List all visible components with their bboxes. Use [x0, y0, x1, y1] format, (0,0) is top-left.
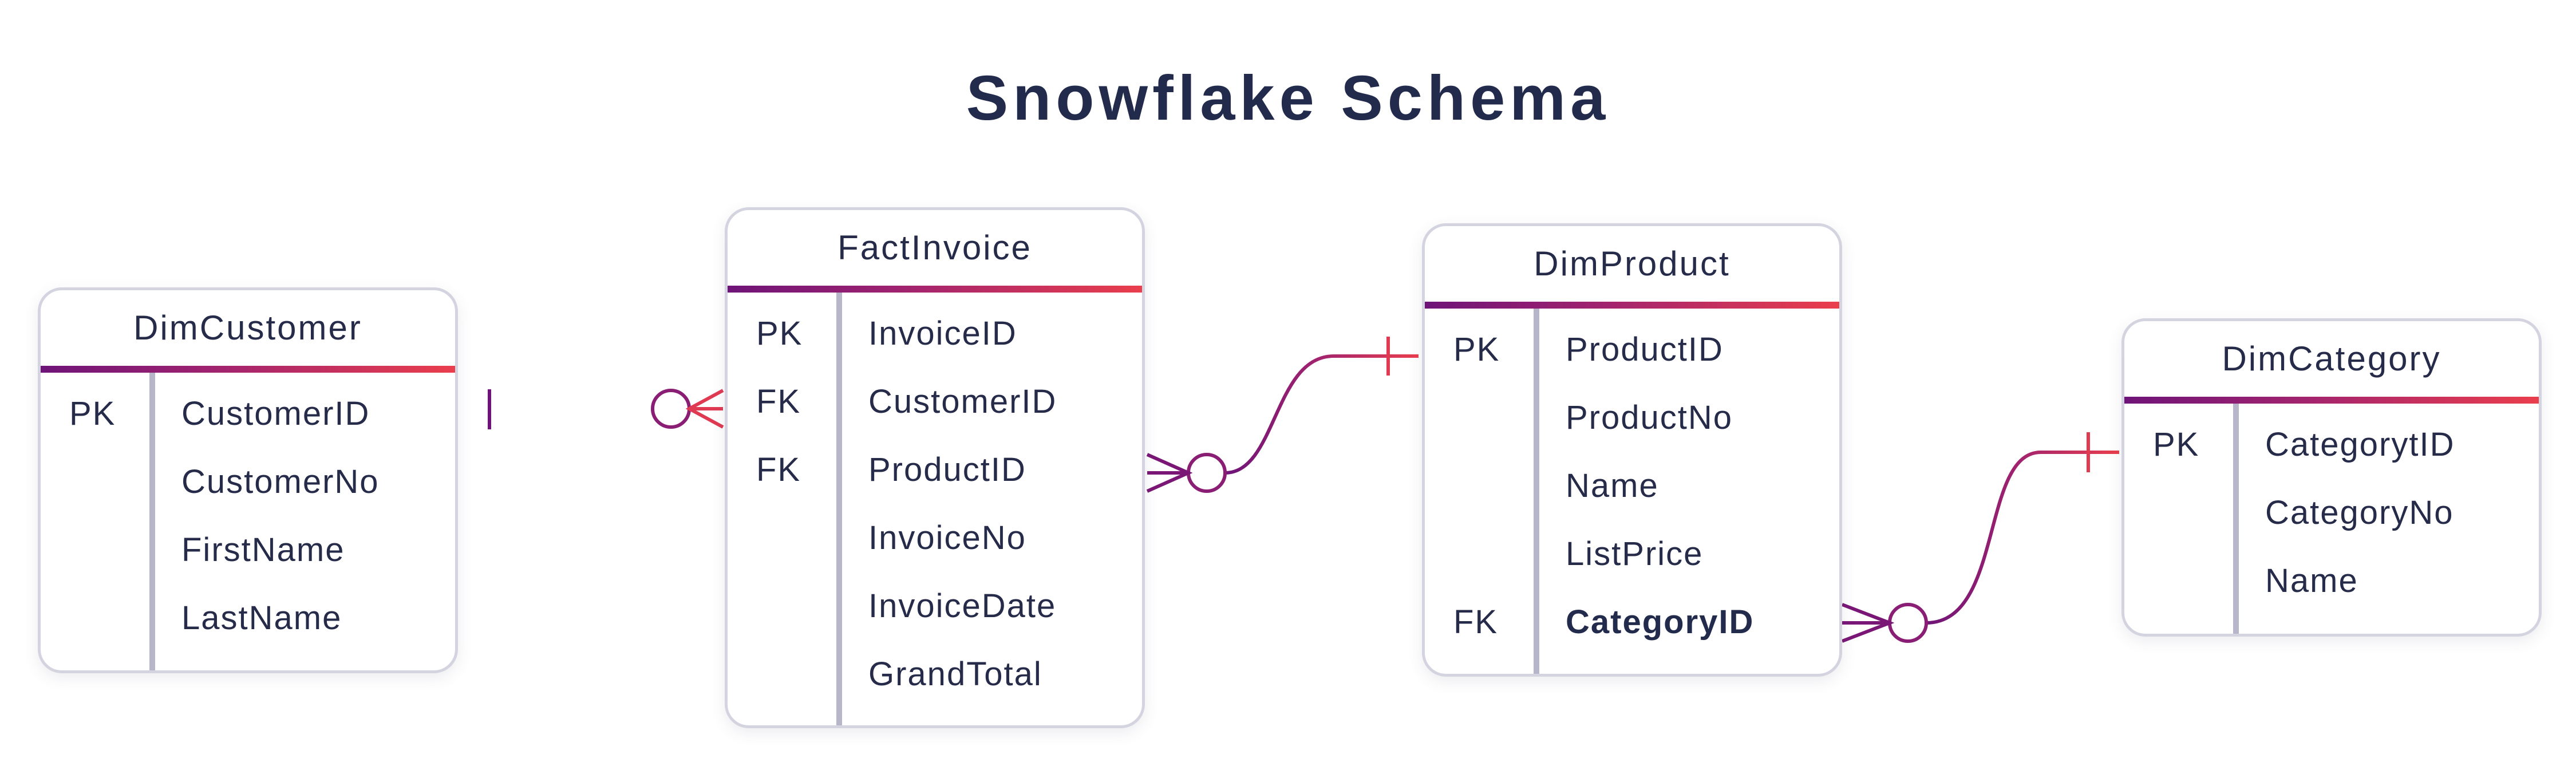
- key-label: FK: [756, 451, 801, 488]
- field-name: ListPrice: [1566, 535, 1704, 572]
- table-row: FK ProductID: [728, 436, 1142, 504]
- entity-body: PK CategorytID CategoryNo Name: [2124, 404, 2539, 634]
- key-label: FK: [1453, 603, 1499, 641]
- field-name: CustomerID: [181, 395, 370, 432]
- field-name: InvoiceDate: [868, 587, 1057, 625]
- field-name: CategoryID: [1566, 603, 1755, 641]
- entity-title: FactInvoice: [837, 228, 1032, 267]
- crows-foot-marker: [1146, 453, 1193, 493]
- zero-marker: [651, 389, 691, 429]
- table-row: Name: [2124, 547, 2539, 615]
- zero-marker: [1888, 603, 1928, 643]
- field-name: LastName: [181, 599, 342, 637]
- field-name: Name: [1566, 467, 1659, 504]
- crows-foot-marker: [685, 389, 724, 429]
- column-divider: [836, 293, 842, 725]
- table-row: InvoiceDate: [728, 572, 1142, 640]
- field-name: CustomerNo: [181, 463, 380, 500]
- crows-foot-marker: [1841, 603, 1895, 643]
- entity-dimcustomer[interactable]: DimCustomer PK CustomerID CustomerNo Firs…: [38, 287, 458, 673]
- table-row: GrandTotal: [728, 640, 1142, 708]
- entity-body: PK InvoiceID FK CustomerID FK ProductID Inv…: [728, 293, 1142, 725]
- connector-line: [1926, 451, 2119, 625]
- entity-title: DimCategory: [2222, 339, 2441, 378]
- header-rule: [2124, 397, 2539, 404]
- field-name: ProductNo: [1566, 399, 1733, 436]
- field-name: GrandTotal: [868, 655, 1042, 693]
- connector-line: [1224, 354, 1419, 475]
- table-row: LastName: [41, 584, 455, 652]
- table-row: PK InvoiceID: [728, 299, 1142, 368]
- entity-dimproduct[interactable]: DimProduct PK ProductID ProductNo Name Li…: [1422, 223, 1842, 677]
- field-name: ProductID: [868, 451, 1026, 488]
- table-row: CustomerNo: [41, 448, 455, 516]
- table-row: FK CategoryID: [1425, 588, 1839, 656]
- entity-title: DimProduct: [1534, 244, 1730, 283]
- diagram-title: Snowflake Schema: [966, 63, 1610, 133]
- table-row: PK ProductID: [1425, 315, 1839, 384]
- field-name: InvoiceID: [868, 315, 1017, 352]
- key-label: FK: [756, 383, 801, 420]
- table-row: InvoiceNo: [728, 504, 1142, 572]
- field-name: CustomerID: [868, 383, 1057, 420]
- key-label: PK: [69, 395, 116, 432]
- column-divider: [2233, 404, 2239, 634]
- entity-body: PK ProductID ProductNo Name ListPrice FK C…: [1425, 309, 1839, 674]
- table-row: CategoryNo: [2124, 479, 2539, 547]
- field-name: InvoiceNo: [868, 519, 1026, 556]
- field-name: CategoryNo: [2265, 494, 2454, 531]
- relationship-customer-invoice: [461, 389, 724, 429]
- column-divider: [1534, 309, 1539, 674]
- relationship-product-invoice: [1146, 337, 1419, 493]
- header-rule: [41, 366, 455, 373]
- entity-dimcategory[interactable]: DimCategory PK CategorytID CategoryNo Nam…: [2121, 318, 2542, 637]
- table-row: FK CustomerID: [728, 368, 1142, 436]
- header-rule: [1425, 302, 1839, 309]
- table-row: PK CategorytID: [2124, 410, 2539, 479]
- key-label: PK: [756, 315, 803, 352]
- table-row: FirstName: [41, 516, 455, 584]
- entity-title: DimCustomer: [133, 309, 362, 347]
- table-row: ProductNo: [1425, 384, 1839, 452]
- key-label: PK: [2153, 426, 2200, 463]
- table-row: Name: [1425, 452, 1839, 520]
- table-row: ListPrice: [1425, 520, 1839, 588]
- header-rule: [728, 286, 1142, 293]
- field-name: ProductID: [1566, 331, 1724, 368]
- table-row: PK CustomerID: [41, 380, 455, 448]
- relationship-category-product: [1841, 432, 2119, 643]
- field-name: Name: [2265, 562, 2358, 599]
- key-label: PK: [1453, 331, 1500, 368]
- entity-body: PK CustomerID CustomerNo FirstName LastNa…: [41, 373, 455, 670]
- field-name: CategorytID: [2265, 426, 2455, 463]
- field-name: FirstName: [181, 531, 345, 568]
- column-divider: [149, 373, 155, 670]
- zero-marker: [1187, 453, 1227, 493]
